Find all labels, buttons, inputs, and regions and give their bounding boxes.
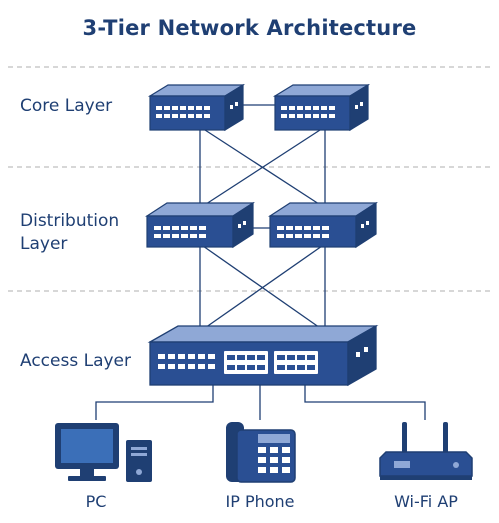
connection-links (95, 104, 426, 420)
core-switch-left (147, 83, 246, 132)
distribution-layer-label-line2: Layer (20, 234, 68, 254)
access-switch (147, 324, 379, 387)
access-layer-label: Access Layer (20, 351, 131, 371)
ip-phone-icon (226, 422, 296, 483)
diagram-title: 3-Tier Network Architecture (82, 16, 417, 40)
link-core2-dist1 (202, 129, 321, 207)
core-switch-right (272, 83, 371, 132)
link-access-ap (304, 385, 426, 420)
ip-phone-label: IP Phone (225, 492, 295, 511)
pc-icon (55, 423, 152, 482)
link-access-pc (95, 385, 214, 420)
wifi-ap-label: Wi-Fi AP (394, 492, 458, 511)
distribution-layer-label-line1: Distribution (20, 211, 120, 231)
wifi-ap-icon (379, 422, 473, 480)
pc-label: PC (85, 492, 107, 511)
link-dist2-access-cross (201, 245, 323, 331)
core-layer-label: Core Layer (20, 96, 113, 116)
distribution-switch-right (267, 201, 379, 249)
link-core1-dist2 (204, 129, 323, 207)
distribution-switch-left (144, 201, 256, 249)
